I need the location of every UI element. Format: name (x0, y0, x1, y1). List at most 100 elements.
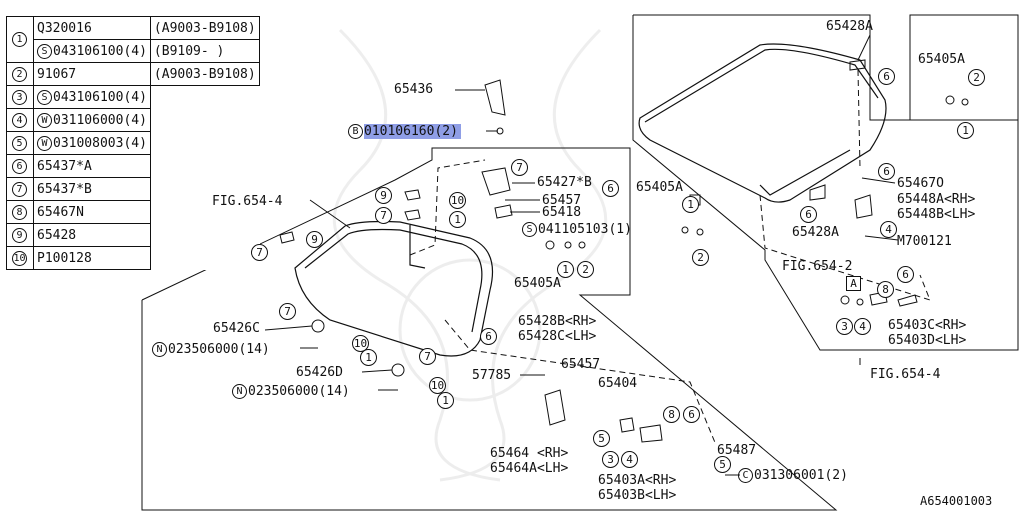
legend-row: 9 65428 (6, 223, 260, 247)
legend-num: 8 (6, 200, 34, 224)
legend-num: 4 (6, 108, 34, 132)
legend-num: 3 (6, 85, 34, 109)
label-65436: 65436 (394, 82, 434, 97)
legend-num: 10 (6, 246, 34, 270)
legend-row: 8 65467N (6, 200, 260, 224)
callout: 3 (836, 318, 853, 335)
legend-num: 2 (6, 62, 34, 86)
callout: 8 (663, 406, 680, 423)
callout: 1 (957, 122, 974, 139)
label-65457-lower: 65457 (561, 357, 601, 372)
label-65448a: 65448A<RH> (897, 192, 976, 207)
label-m700121: M700121 (897, 234, 952, 249)
legend-row: 7 65437*B (6, 177, 260, 201)
callout: 6 (878, 163, 895, 180)
legend-part: 65467N (33, 200, 151, 224)
legend-note: (A9003-B9108) (149, 16, 260, 40)
legend-note: (A9003-B9108) (149, 62, 260, 86)
leader-lines (264, 34, 899, 476)
legend-empty (150, 132, 259, 155)
legend-num: 9 (6, 223, 34, 247)
panel-border-left (141, 147, 838, 511)
legend-row: 6 65437*A (6, 154, 260, 178)
legend-num: 1 (6, 16, 34, 63)
legend-num: 7 (6, 177, 34, 201)
callout: 5 (593, 430, 610, 447)
callout: 1 (360, 349, 377, 366)
legend-part: Q320016 (33, 16, 151, 40)
callout: 1 (682, 196, 699, 213)
legend-part: 91067 (33, 62, 151, 86)
callout: 5 (714, 456, 731, 473)
callout: 8 (877, 281, 894, 298)
label-57785: 57785 (472, 368, 512, 383)
callout: 10 (429, 377, 446, 394)
label-65487: 65487 (717, 443, 757, 458)
panel-border-right (632, 14, 1019, 351)
label-65405a-mid: 65405A (636, 180, 683, 195)
callout: 10 (449, 192, 466, 209)
callout: 7 (375, 207, 392, 224)
legend-part: 65428 (33, 223, 151, 247)
callout: 6 (480, 328, 497, 345)
legend-empty (150, 155, 259, 178)
callout: 6 (800, 206, 817, 223)
legend-empty (150, 247, 259, 270)
label-65428b: 65428B<RH> (518, 314, 597, 329)
callout: 1 (557, 261, 574, 278)
legend-empty (150, 86, 259, 109)
label-65403a: 65403A<RH> (598, 473, 677, 488)
legend-row: 2 91067 (A9003-B9108) (6, 62, 260, 86)
label-65426d: 65426D (296, 365, 343, 380)
label-fig-654-4-left: FIG.654-4 (212, 194, 283, 209)
callout: 2 (577, 261, 594, 278)
callout: 6 (897, 266, 914, 283)
callout: 7 (511, 159, 528, 176)
legend-num: 6 (6, 154, 34, 178)
label-65403c: 65403C<RH> (888, 318, 967, 333)
legend-part: 65437*B (33, 177, 151, 201)
label-65428a-top: 65428A (826, 19, 873, 34)
label-fig-654-4-right: FIG.654-4 (870, 367, 941, 382)
callout: 6 (683, 406, 700, 423)
callout: 3 (602, 451, 619, 468)
callout: 2 (692, 249, 709, 266)
callout: 4 (621, 451, 638, 468)
callout: 9 (306, 231, 323, 248)
callout: 6 (878, 68, 895, 85)
label-65448b: 65448B<LH> (897, 207, 976, 222)
callout: 7 (419, 348, 436, 365)
label-65405a-lower: 65405A (514, 276, 561, 291)
label-65418: 65418 (542, 205, 582, 220)
label-65428c: 65428C<LH> (518, 329, 597, 344)
legend-empty (150, 109, 259, 132)
trunk-lid-right (638, 43, 887, 203)
legend-empty (150, 224, 259, 247)
label-65427b: 65427*B (537, 175, 592, 190)
callout: 7 (251, 244, 268, 261)
view-a-box: A (846, 276, 861, 291)
legend-note: (B9109- ) (149, 39, 260, 63)
label-65426c: 65426C (213, 321, 260, 336)
label-65428a-mid: 65428A (792, 225, 839, 240)
label-65405a-right: 65405A (918, 52, 965, 67)
callout: 1 (437, 392, 454, 409)
label-65464: 65464 <RH> (490, 446, 569, 461)
label-65457-top: 65457 (542, 193, 582, 208)
label-65464a: 65464A<LH> (490, 461, 569, 476)
label-65403b: 65403B<LH> (598, 488, 677, 503)
label-65403d: 65403D<LH> (888, 333, 967, 348)
callout: 2 (968, 69, 985, 86)
